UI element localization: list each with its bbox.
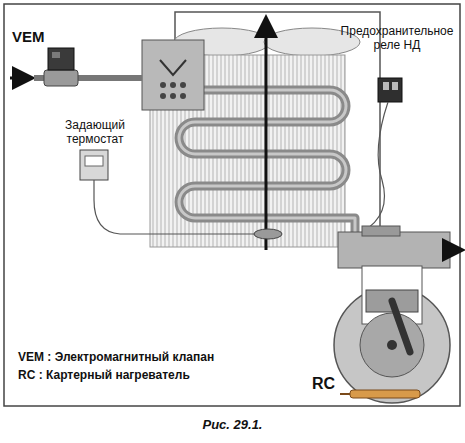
legend-note: VEM : Электромагнитный клапан [18, 350, 338, 364]
capillary-tube [362, 102, 388, 232]
part-name: RC [312, 374, 352, 393]
thermostat-bulb [254, 229, 282, 239]
outlet-arrow [450, 249, 460, 252]
pressure-relay [378, 78, 402, 102]
legend-note: RC : Картерный нагреватель [18, 368, 338, 382]
expansion-valve [142, 40, 204, 110]
part-name: Предохранительное реле НД [336, 24, 458, 53]
thermostat-body [80, 150, 108, 180]
crankcase-heater [350, 390, 420, 398]
solenoid-coil [48, 48, 74, 70]
valve-cone [160, 60, 186, 75]
valve-body [44, 70, 78, 86]
part-name: VEM [12, 28, 72, 46]
crank-wheel [360, 313, 424, 377]
air-flow-arrow [265, 20, 268, 250]
figure-caption: Рис. 29.1. [0, 417, 465, 433]
crankcase [334, 287, 450, 403]
part-name: Задающий термостат [40, 118, 150, 147]
inlet-arrow [10, 77, 30, 80]
picture-frame [4, 4, 460, 406]
capillary-tube [94, 180, 255, 234]
compressor-head [338, 232, 450, 268]
